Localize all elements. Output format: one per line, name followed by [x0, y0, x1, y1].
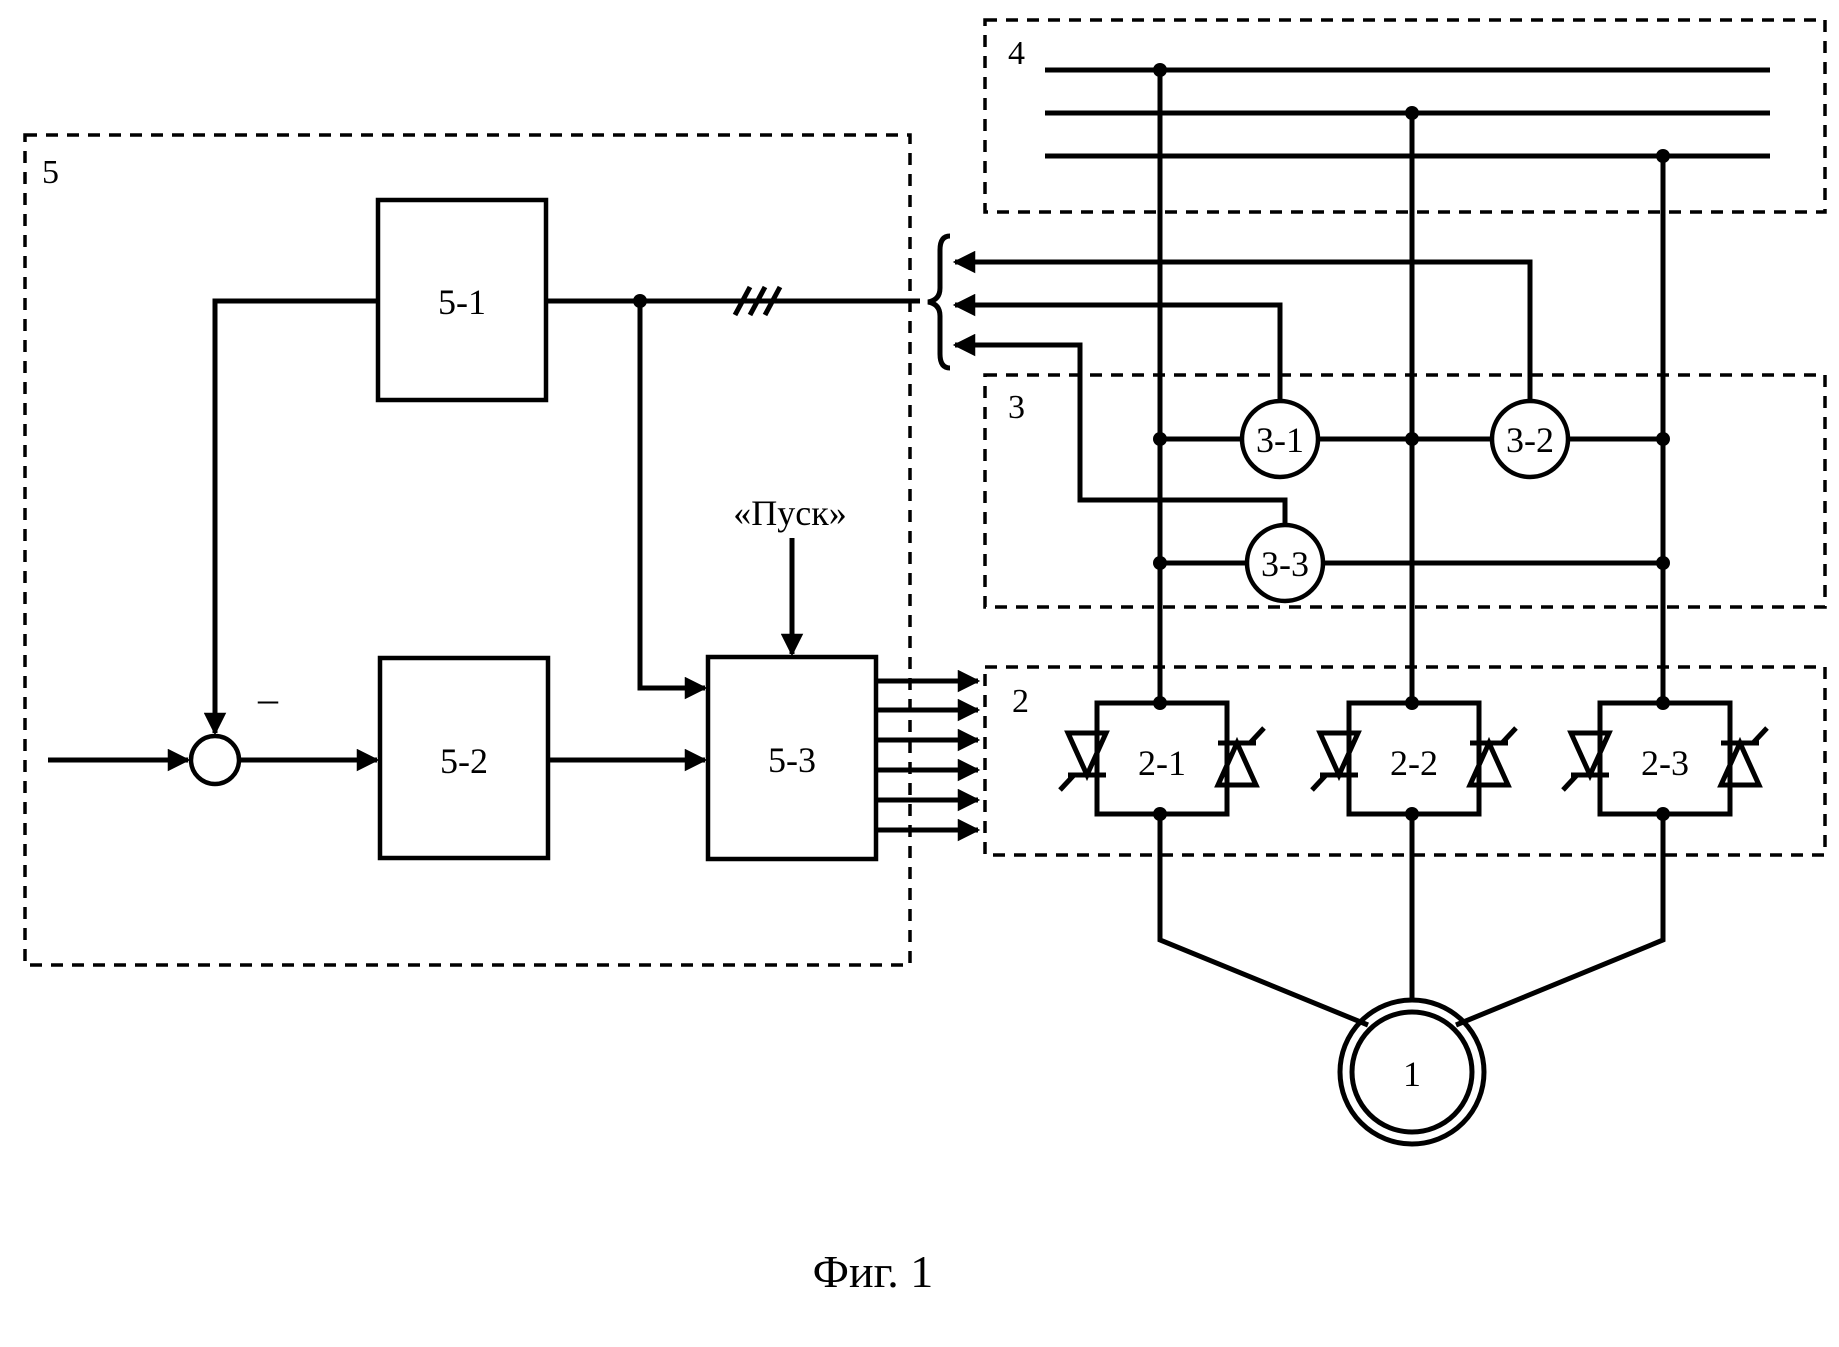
group-5-label: 5	[42, 154, 59, 191]
triac-2-1-label: 2-1	[1138, 743, 1186, 783]
block-5-2-label: 5-2	[440, 741, 488, 781]
start-label: «Пуск»	[733, 493, 846, 533]
control-signal-lines	[48, 285, 920, 772]
gate-signal-arrows	[876, 669, 981, 842]
sensor-3-2-label: 3-2	[1506, 420, 1554, 460]
sensor-feedback-lines	[952, 250, 1533, 525]
block-5-2	[377, 655, 551, 861]
motor	[1337, 997, 1487, 1147]
group-3-label: 3	[1008, 389, 1025, 426]
block-5-3-label: 5-3	[768, 740, 816, 780]
summing-junction	[188, 733, 242, 787]
triac-2-2-label: 2-2	[1390, 743, 1438, 783]
sensor-3-1-label: 3-1	[1256, 420, 1304, 460]
motor-inner	[1349, 1009, 1475, 1135]
group-3-frame	[983, 373, 1827, 609]
block-5-1	[375, 197, 549, 403]
motor-label: 1	[1403, 1054, 1421, 1094]
figure-caption: Фиг. 1	[813, 1246, 934, 1297]
phase-conductors	[1157, 70, 1666, 703]
block-5-1-label: 5-1	[438, 282, 486, 322]
triac-2-3-label: 2-3	[1641, 743, 1689, 783]
group-5-frame	[23, 133, 912, 967]
group-2-label: 2	[1012, 683, 1029, 720]
signal-brace	[927, 233, 951, 371]
motor-wiring	[1157, 814, 1666, 1028]
junction-dots	[633, 63, 1670, 821]
sensor-3-3-label: 3-3	[1261, 544, 1309, 584]
minus-sign: –	[257, 676, 279, 721]
block-5-3	[705, 654, 879, 862]
group-4-label: 4	[1008, 35, 1025, 72]
group-2-frame	[983, 665, 1827, 857]
group-4-frame	[983, 18, 1827, 214]
